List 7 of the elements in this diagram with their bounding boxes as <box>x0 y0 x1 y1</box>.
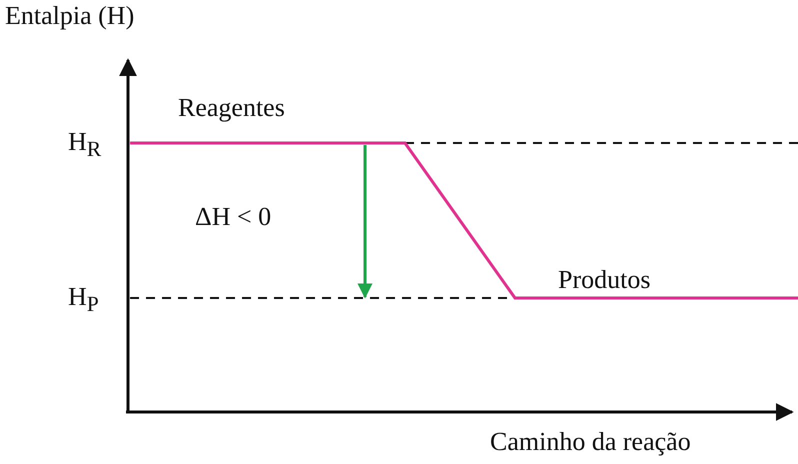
axis-label: Entalpia (H) <box>5 2 134 31</box>
axis-tick-label: H$_{P}$ <box>68 283 99 318</box>
curve-label: Reagentes <box>178 94 285 123</box>
delta-label: ΔH < 0 <box>195 203 272 232</box>
curve-label: Produtos <box>558 266 650 295</box>
axis-label: Caminho da reação <box>490 428 691 457</box>
axis-tick-label: H$_{R}$ <box>68 128 102 162</box>
